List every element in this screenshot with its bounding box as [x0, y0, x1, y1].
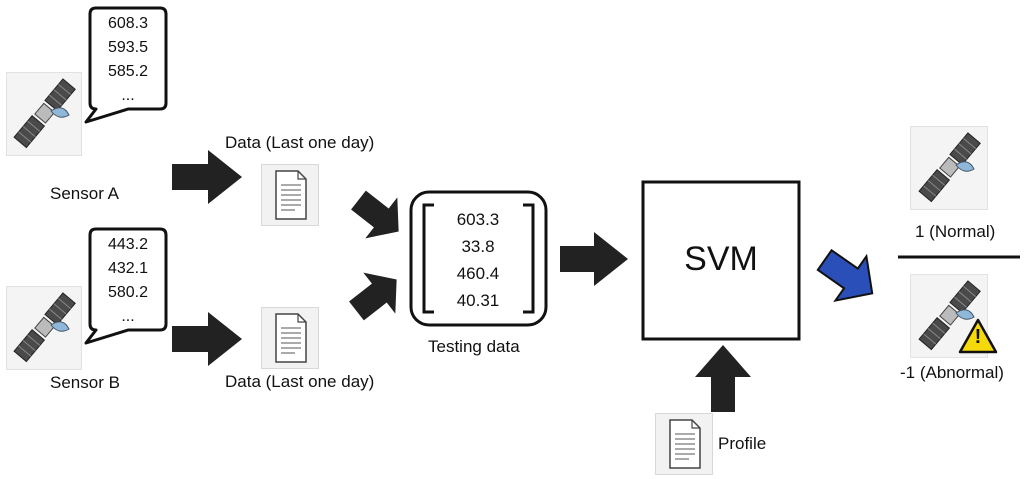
document-icon [669, 419, 701, 469]
sensor-a-readings: 608.3 593.5 585.2 ... [93, 12, 163, 108]
satellite-icon [918, 280, 981, 351]
testing-data-label: Testing data [428, 337, 520, 356]
testing-value: 460.4 [456, 264, 500, 283]
profile-document-card [655, 413, 713, 475]
normal-output-label: 1 (Normal) [915, 222, 996, 241]
testing-bracket-left [422, 203, 434, 314]
data-top-label: Data (Last one day) [225, 133, 375, 152]
abnormal-output-label: -1 (Abnormal) [900, 363, 1004, 382]
data-top-document-card [261, 164, 319, 226]
arrow-testing-to-svm [560, 232, 628, 286]
warning-icon [958, 318, 998, 354]
arrow-svm-to-output [816, 248, 874, 303]
testing-value: 40.31 [456, 291, 500, 310]
sensor-a-reading: 608.3 [107, 15, 149, 32]
arrow-data-top-to-testing [351, 190, 399, 239]
sensor-a-reading: 593.5 [107, 39, 149, 56]
sensor-b-readings: 443.2 432.1 580.2 ... [93, 233, 163, 329]
data-bottom-label: Data (Last one day) [225, 372, 375, 391]
testing-value: 603.3 [456, 210, 500, 229]
satellite-card-normal [910, 126, 988, 210]
satellite-icon [13, 78, 76, 149]
sensor-b-reading: 443.2 [107, 236, 149, 253]
sensor-b-label: Sensor B [50, 373, 120, 392]
sensor-b-reading: 580.2 [107, 284, 149, 301]
document-icon [275, 313, 307, 363]
sensor-a-label: Sensor A [50, 184, 119, 203]
arrow-data-bottom-to-testing [349, 272, 397, 321]
arrow-sensor-b-to-data [172, 312, 242, 366]
satellite-card-sensor-b [6, 286, 82, 370]
document-icon [275, 170, 307, 220]
speech-bubble-b [84, 227, 168, 345]
data-bottom-document-card [261, 307, 319, 369]
svm-box [641, 180, 801, 341]
sensor-b-reading: 432.1 [107, 260, 149, 277]
testing-bracket-right [523, 203, 535, 314]
sensor-b-reading: ... [121, 308, 135, 325]
speech-bubble-a [84, 6, 168, 124]
arrow-profile-to-svm [695, 345, 751, 412]
testing-value: 33.8 [461, 237, 495, 256]
warning-glyph: ! [974, 326, 982, 348]
svm-label: SVM [684, 240, 758, 278]
profile-label: Profile [718, 434, 767, 453]
arrow-sensor-a-to-data [172, 150, 242, 204]
testing-data-box [409, 190, 548, 327]
sensor-a-reading: 585.2 [107, 63, 149, 80]
sensor-a-reading: ... [121, 87, 135, 104]
satellite-card-abnormal [910, 274, 988, 358]
satellite-icon [918, 132, 981, 203]
testing-data-values: 603.3 33.8 460.4 40.31 [423, 206, 533, 314]
satellite-icon [13, 292, 76, 363]
satellite-card-sensor-a [6, 72, 82, 156]
